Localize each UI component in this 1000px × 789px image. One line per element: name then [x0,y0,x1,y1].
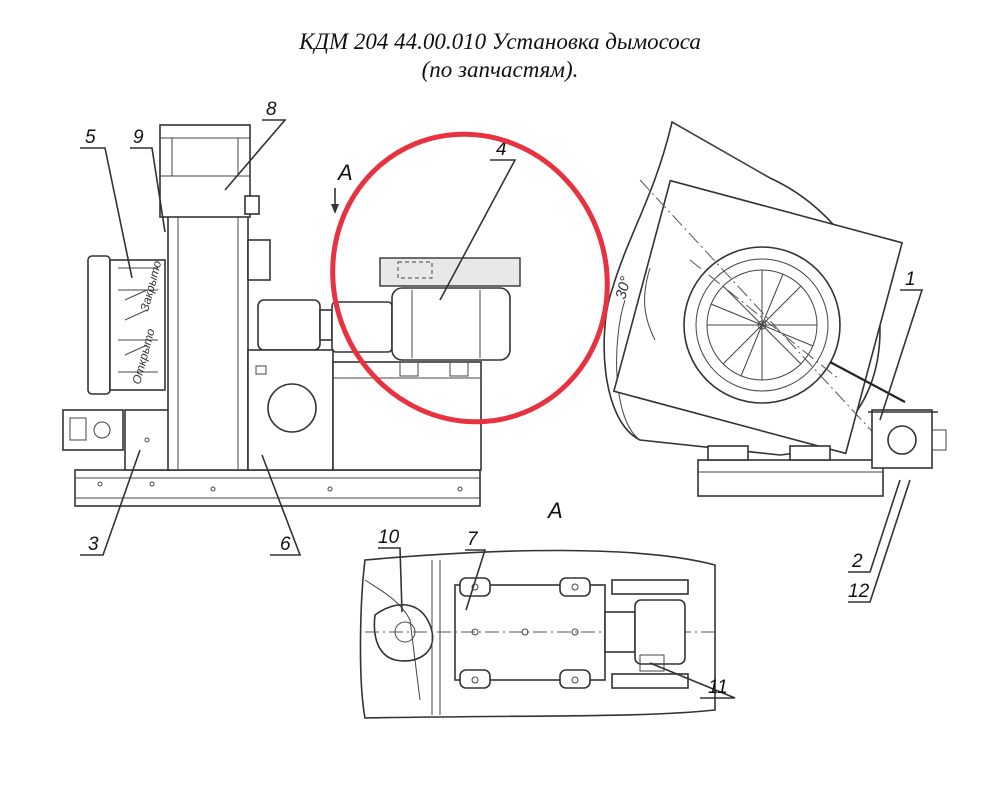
title-line-1: КДМ 204 44.00.010 Установка дымососа [299,29,701,54]
motor-frame [332,361,482,471]
callout-3: 3 [88,534,99,555]
section-label: A [546,498,563,523]
damper-housing [109,259,166,391]
section-a-view: A [359,498,716,719]
callout-5: 5 [85,127,96,148]
callout-8: 8 [266,99,277,120]
bearing-housing [257,299,321,351]
callout-9: 9 [133,127,144,148]
impeller-blades [707,270,817,380]
shaft-coupling [634,599,686,665]
callout-11: 11 [708,677,728,698]
callout-4: 4 [496,139,507,160]
front-base [697,459,884,497]
actuator-support [124,409,171,471]
impeller-outer [683,246,841,404]
drawing-title: КДМ 204 44.00.010 Установка дымососа (по… [0,28,1000,84]
fan-housing-plate [612,179,904,455]
view-arrow: A [331,160,353,214]
angle-label: 30° [612,275,634,301]
leader-lines [80,119,924,699]
highlight-ellipse [330,131,610,425]
actuator-box [62,409,124,451]
side-view: Закрыто Открыто [62,124,521,507]
bearing-pedestal [247,349,334,471]
view-label: A [336,160,353,185]
callout-2: 2 [851,551,863,572]
base-frame [74,469,481,507]
callout-12: 12 [848,581,870,602]
front-view: 30° [603,120,947,497]
electric-motor [391,287,511,361]
inlet-flange [87,255,111,395]
outlet-duct [159,124,251,218]
callout-6: 6 [280,534,291,555]
callout-labels: 5 9 8 4 3 6 7 10 11 1 2 12 [85,99,916,698]
title-line-2: (по запчастям). [421,57,579,82]
callout-7: 7 [467,529,479,550]
fan-volute [167,214,249,471]
damper-actuator [871,409,933,469]
callout-1: 1 [905,269,916,290]
callout-10: 10 [378,527,400,548]
